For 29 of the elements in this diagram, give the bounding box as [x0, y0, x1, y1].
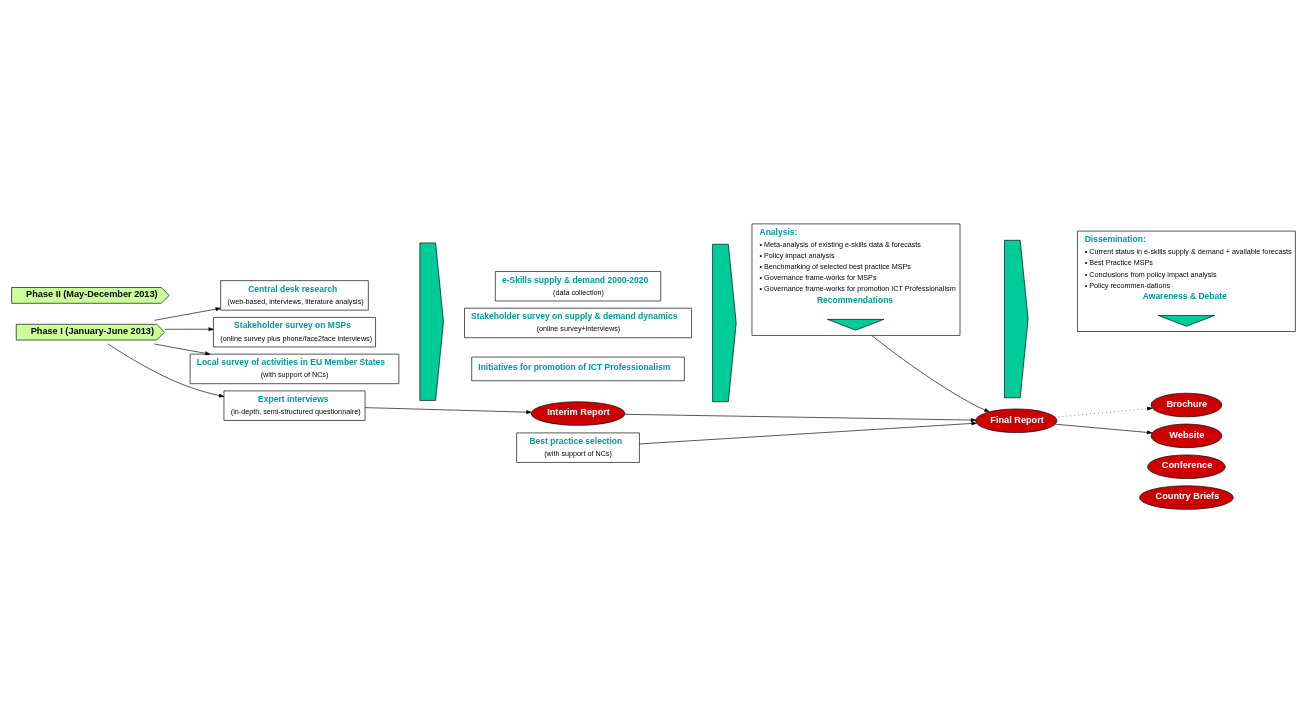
arrow — [1054, 423, 1153, 435]
cluster: Analysis: • Meta-analysis of existing e-skills data & forecasts • Policy impact analysis • Benchmarking of selected best practice MSPs • Governance frame-works for MSPs • Governance frame-works for promotion ICT Professionalism Recommendations — [751, 223, 961, 336]
arrow — [364, 407, 532, 415]
arrow — [871, 335, 990, 413]
node-box: Stakeholder survey on MSPs (online survey plus phone/face2face interviews) — [213, 317, 376, 348]
arrow — [1054, 406, 1153, 418]
node-ellipse: Country Briefs — [1139, 485, 1234, 510]
node-ellipse: Interim Report — [530, 401, 626, 426]
node-box: Expert interviews (in-depth, semi-structured questionnaire) — [223, 390, 366, 421]
arrow — [154, 343, 211, 356]
node-box: Stakeholder survey on supply & demand dynamics (online survey+interviews) — [464, 307, 692, 339]
arrow — [624, 414, 977, 422]
node-ellipse: Website — [1150, 423, 1223, 448]
node-chevron — [1157, 315, 1215, 327]
node-box: Central desk research (web-based, interviews, literature analysis) — [220, 280, 369, 311]
node-box: e-Skills supply & demand 2000-2020 (data collection) — [495, 271, 662, 302]
node-chevron — [712, 243, 737, 403]
node-chevron — [419, 242, 444, 401]
node-ellipse: Brochure — [1150, 392, 1223, 418]
node-chevron — [827, 319, 885, 331]
arrow — [107, 343, 225, 398]
arrow — [154, 307, 221, 321]
arrow — [639, 421, 977, 445]
arrow — [164, 327, 214, 332]
cluster: Dissemination: • Current status in e-skills supply & demand + available forecasts • Best Practice MSPs • Conclusions from policy impact analysis • Policy recommen-dations Awareness & Debate — [1077, 230, 1296, 332]
node-box: Best practice selection (with support of NCs) — [516, 432, 640, 463]
node-box: Initiatives for promotion of ICT Professionalism — [471, 356, 685, 382]
node-ellipse: Conference — [1147, 454, 1226, 479]
node-chevron — [1004, 239, 1029, 399]
